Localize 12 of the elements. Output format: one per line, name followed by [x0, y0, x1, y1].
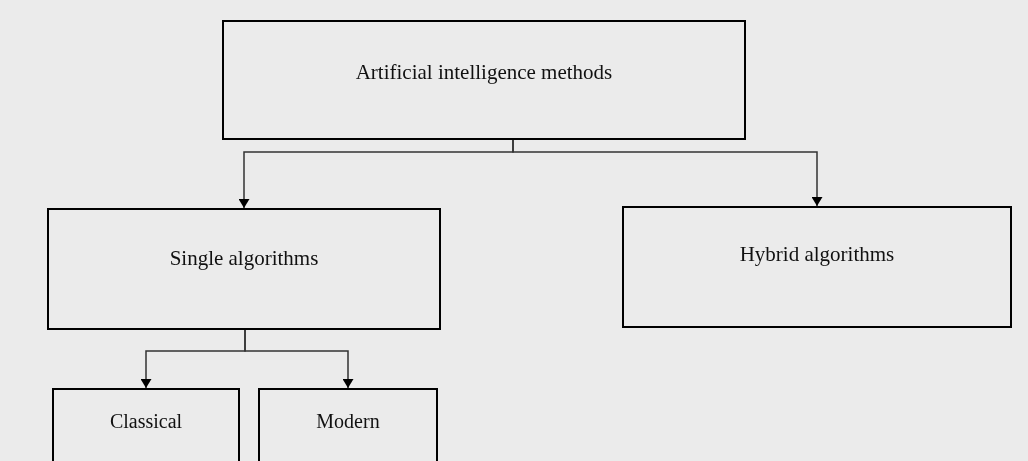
process-box — [622, 206, 1012, 328]
process-box — [52, 388, 240, 461]
box-label: Single algorithms — [169, 246, 319, 271]
process-box — [222, 20, 746, 140]
connector-arrow — [244, 329, 353, 389]
box-label: Classical — [109, 410, 183, 433]
box-label: Modern — [316, 410, 380, 433]
box-label: Artificial intelligence methods — [355, 60, 613, 85]
box-label: Hybrid algorithms — [739, 242, 895, 267]
process-box — [258, 388, 438, 461]
process-box — [47, 208, 441, 330]
connector-arrow — [512, 139, 822, 207]
